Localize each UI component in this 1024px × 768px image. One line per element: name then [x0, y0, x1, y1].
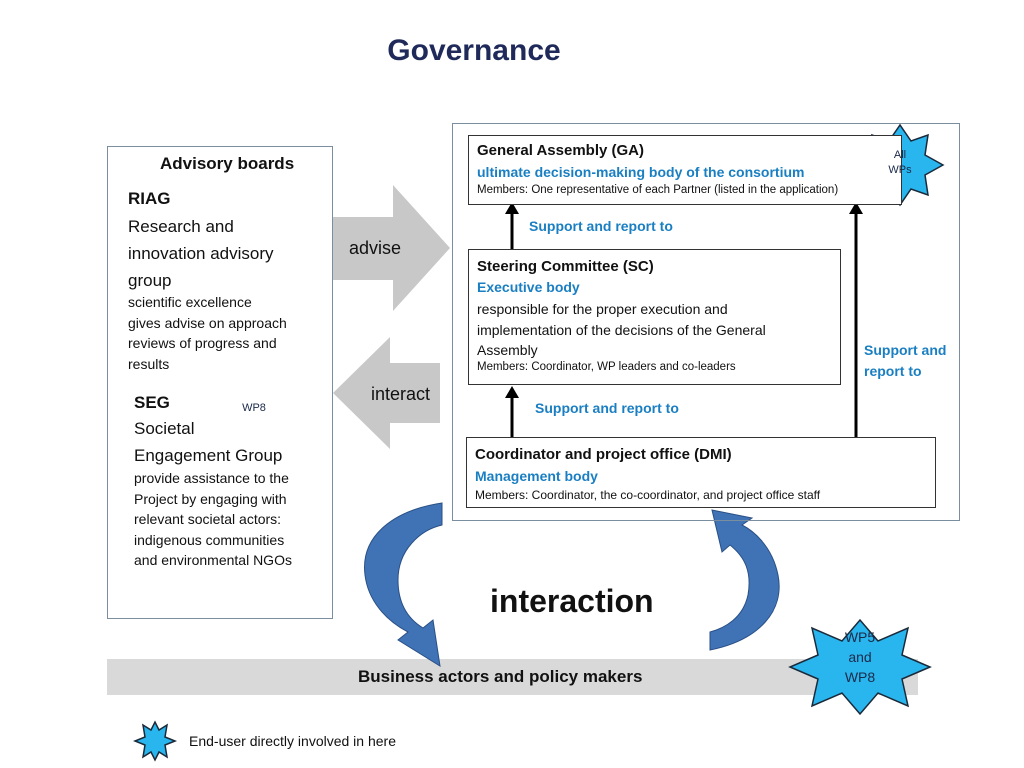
- riag-name-line: innovation advisory: [128, 244, 274, 263]
- page-title: Governance: [387, 34, 561, 67]
- riag-name-line: Research and: [128, 217, 234, 236]
- support-right-line: report to: [864, 363, 922, 379]
- seg-desc-line: provide assistance to the: [134, 470, 289, 486]
- support-label-middle: Support and report to: [535, 400, 679, 416]
- steering-committee-box: Steering Committee (SC) Executive body r…: [468, 249, 841, 385]
- sc-desc-line: implementation of the decisions of the G…: [477, 321, 766, 338]
- ga-subtitle: ultimate decision-making body of the con…: [477, 164, 805, 180]
- sc-subtitle: Executive body: [477, 279, 580, 295]
- coord-members: Members: Coordinator, the co-coordinator…: [475, 488, 821, 502]
- wp8-star-label: WP8: [242, 402, 266, 414]
- ga-title: General Assembly (GA): [477, 142, 644, 159]
- sc-description: responsible for the proper execution and…: [477, 299, 766, 361]
- governance-frame: [452, 123, 960, 521]
- general-assembly-box: General Assembly (GA) ultimate decision-…: [468, 135, 902, 205]
- sc-desc-line: responsible for the proper execution and: [477, 301, 728, 317]
- advise-label: advise: [349, 238, 402, 258]
- sc-members: Members: Coordinator, WP leaders and co-…: [477, 361, 736, 373]
- riag-desc-line: scientific excellence: [128, 294, 252, 310]
- wp5-line: WP5: [844, 629, 876, 645]
- seg-desc-line: relevant societal actors:: [134, 511, 282, 527]
- bottom-bar-shape: [107, 659, 918, 695]
- riag-acronym: RIAG: [128, 189, 171, 208]
- riag-desc-line: gives advise on approach: [128, 314, 287, 331]
- bottom-bar-label: Business actors and policy makers: [358, 667, 643, 686]
- support-arrows: [505, 202, 863, 438]
- coord-subtitle: Management body: [475, 468, 598, 484]
- interaction-label: interaction: [490, 583, 654, 619]
- seg-desc-line: Project by engaging with: [134, 490, 287, 507]
- interact-label: interact: [371, 384, 431, 404]
- wp5-wp8-star-icon: [788, 618, 932, 716]
- interaction-curve-right: [709, 509, 780, 651]
- advise-arrow: [333, 185, 450, 311]
- interaction-curve-left: [364, 502, 443, 667]
- ga-members: Members: One representative of each Part…: [477, 184, 839, 196]
- wp5-line: and: [848, 649, 872, 665]
- riag-desc-line: reviews of progress and: [128, 335, 277, 351]
- seg-acronym: SEG: [134, 393, 170, 412]
- support-label-right: Support and report to: [864, 340, 946, 382]
- sc-title: Steering Committee (SC): [477, 258, 654, 275]
- legend-star-icon: [132, 720, 178, 762]
- support-right-line: Support and: [864, 342, 947, 358]
- seg-name: Societal Engagement Group: [134, 415, 282, 469]
- all-wps-star-label: All WPs: [880, 148, 920, 178]
- coord-title: Coordinator and project office (DMI): [475, 446, 732, 463]
- seg-name-line: Societal: [134, 419, 195, 438]
- riag-name: Research and innovation advisory group: [128, 213, 274, 294]
- riag-name-line: group: [128, 271, 172, 290]
- interact-arrow: [333, 337, 440, 449]
- all-wps-line: All: [893, 149, 907, 161]
- advisory-boards-box: Advisory boards RIAG Research and innova…: [107, 146, 333, 619]
- riag-description: scientific excellence gives advise on ap…: [128, 292, 287, 374]
- seg-desc-line: indigenous communities: [134, 531, 285, 548]
- seg-name-line: Engagement Group: [134, 446, 283, 465]
- legend-text: End-user directly involved in here: [189, 733, 396, 749]
- wp5-line: WP8: [844, 669, 876, 685]
- coordinator-box: Coordinator and project office (DMI) Man…: [466, 437, 936, 508]
- advisory-heading: Advisory boards: [160, 154, 295, 173]
- wp5-wp8-star-label: WP5 and WP8: [835, 627, 885, 687]
- support-label-top: Support and report to: [529, 218, 673, 234]
- riag-desc-line: results: [128, 355, 170, 372]
- sc-desc-line: Assembly: [477, 342, 538, 358]
- seg-description: provide assistance to the Project by eng…: [134, 468, 292, 571]
- seg-desc-line: and environmental NGOs: [134, 552, 292, 568]
- all-wps-line: WPs: [888, 164, 912, 176]
